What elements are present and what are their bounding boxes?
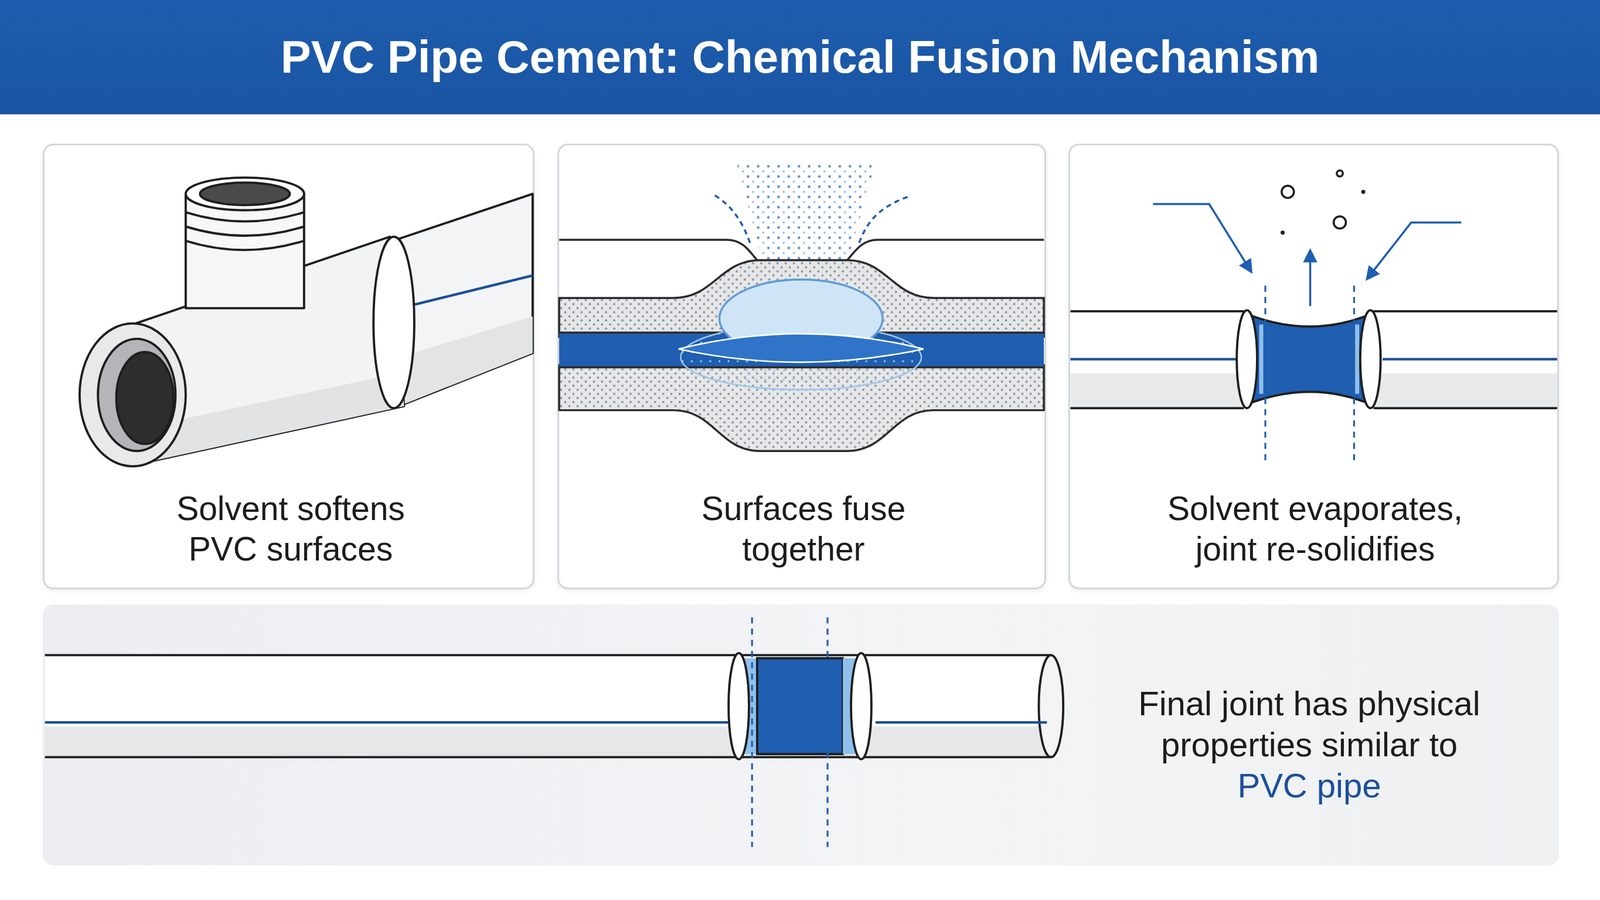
caption-text: PVC pipe	[1086, 764, 1533, 806]
caption: Surfaces fuse together	[662, 488, 945, 570]
caption: Solvent softens PVC surfaces	[150, 488, 432, 570]
caption-text: Solvent evaporates, joint re-solidifies	[1139, 488, 1491, 570]
caption: Solvent evaporates, joint re-solidifies	[1139, 488, 1491, 570]
result-panel: Final joint has physical properties simi…	[42, 604, 1559, 866]
step-panel: Solvent evaporates, joint re-solidifies	[1068, 143, 1559, 590]
caption-text: Final joint has physical properties simi…	[1086, 682, 1533, 765]
caption: Final joint has physical properties simi…	[1086, 682, 1533, 806]
step-panel: Solvent softens PVC surfaces	[42, 143, 535, 590]
title: PVC Pipe Cement: Chemical Fusion Mechani…	[0, 0, 1600, 115]
step-panel: Surfaces fuse together	[557, 143, 1047, 590]
caption-text: Solvent softens PVC surfaces	[150, 488, 432, 570]
caption-text: Surfaces fuse together	[662, 488, 945, 570]
